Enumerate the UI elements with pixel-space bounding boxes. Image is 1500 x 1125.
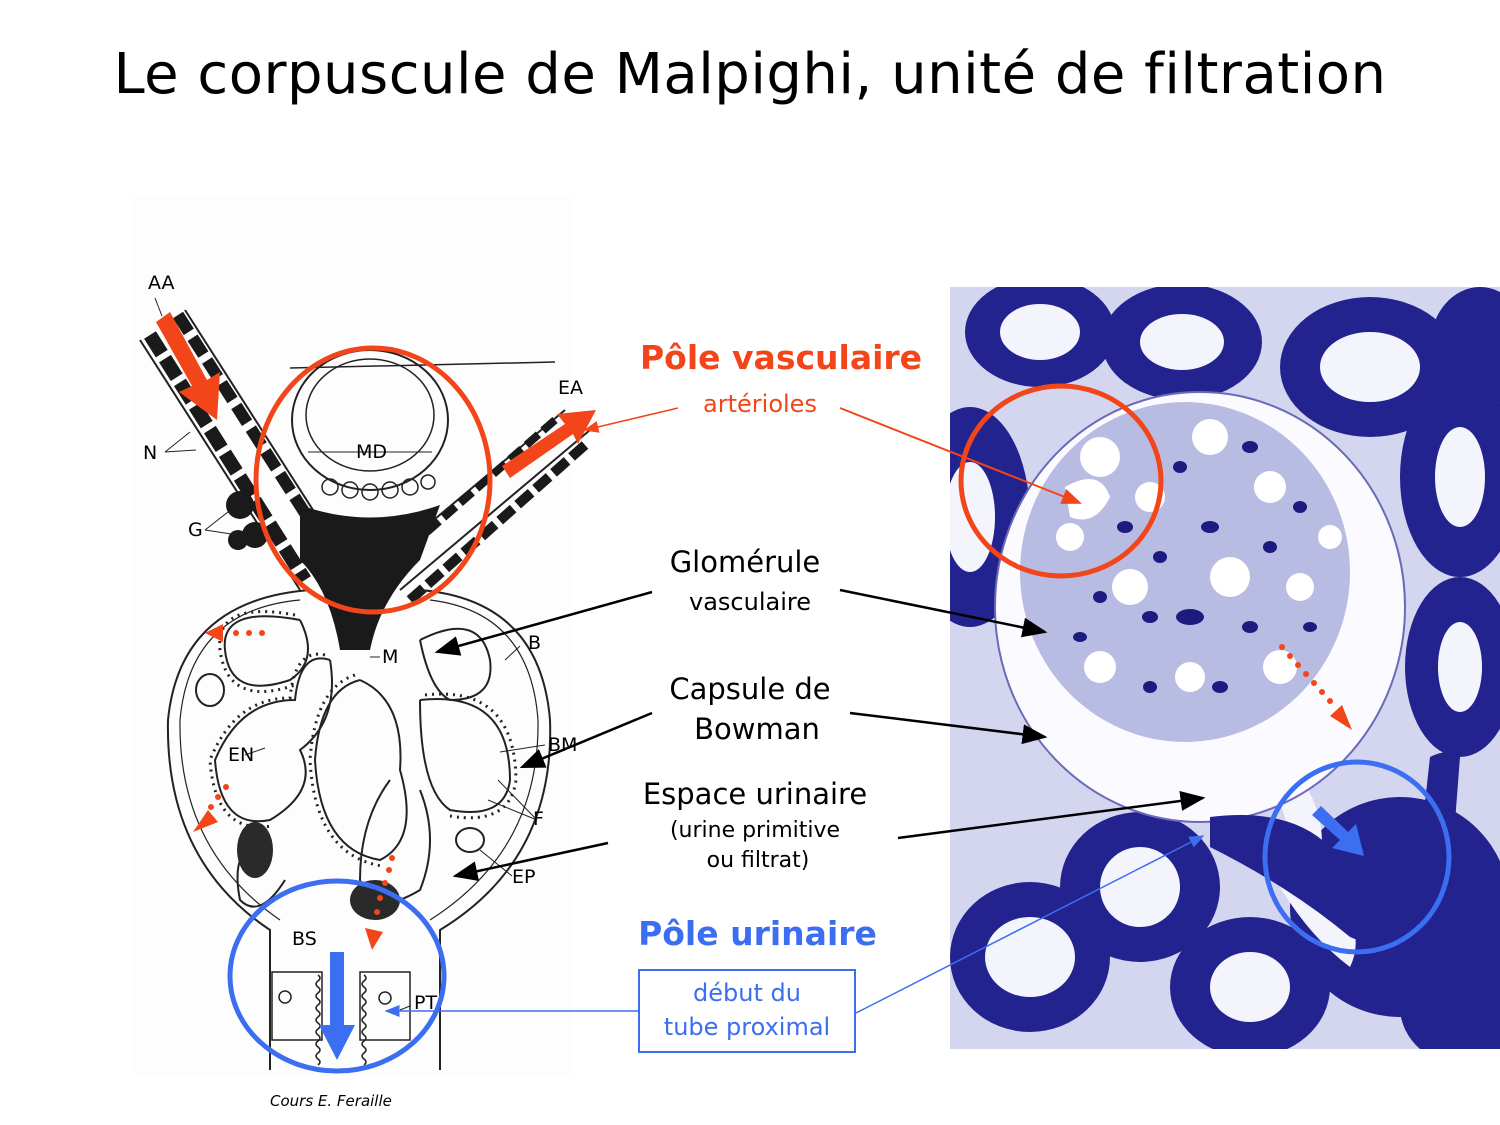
pole-vasculaire-heading: Pôle vasculaire: [640, 338, 923, 377]
label-md: MD: [356, 441, 388, 463]
efferent-flow-arrow: [502, 410, 596, 478]
capsule-label-line1: Capsule de: [669, 672, 831, 706]
capsule-leader-diagram: [519, 711, 653, 769]
filtration-dotted-arrows: [193, 624, 1352, 950]
credit-footer: Cours E. Feraille: [270, 1092, 392, 1110]
proximal-tubule-box: début du tube proximal: [638, 969, 856, 1053]
proximal-tubule-label-1: début du: [693, 979, 801, 1007]
arterioles-leader-diagram: [583, 407, 679, 433]
glomerule-leader-micro: [839, 588, 1048, 638]
vascular-pole-circle-micro: [958, 383, 1164, 579]
proximal-tubule-label-2: tube proximal: [663, 1013, 831, 1041]
arterioles-leader-micro: [839, 407, 1082, 504]
label-n: N: [143, 442, 158, 464]
macula-densa: [291, 349, 449, 501]
label-aa: AA: [148, 272, 175, 294]
podocyte-feet: [208, 610, 518, 868]
label-b: B: [528, 632, 542, 654]
afferent-flow-arrow: [156, 312, 220, 420]
label-ea: EA: [558, 377, 584, 399]
capsule-leader-micro: [849, 711, 1048, 745]
espace-leader-diagram: [452, 841, 609, 882]
label-en: EN: [228, 744, 255, 766]
vascular-pole-circle-diagram: [253, 345, 493, 615]
label-ep: EP: [512, 866, 536, 888]
glomerule-sublabel: vasculaire: [689, 588, 811, 616]
label-pt: PT: [414, 992, 438, 1014]
glomerule-label: Glomérule: [669, 545, 821, 579]
espace-urinaire-sublabel-2: ou filtrat): [706, 848, 810, 873]
tubule-flow-arrow-diagram: [319, 952, 355, 1060]
proximal-leader-micro: [855, 835, 1205, 1014]
granular-cells: [226, 491, 268, 550]
label-f: F: [533, 808, 544, 830]
slide-title: Le corpuscule de Malpighi, unité de filt…: [113, 42, 1387, 107]
urinary-pole-circle-diagram: [227, 878, 447, 1074]
espace-urinaire-sublabel-1: (urine primitive: [669, 818, 841, 843]
label-m: M: [382, 646, 399, 668]
histology-micrograph: [950, 287, 1500, 1049]
label-bs: BS: [292, 928, 317, 950]
pole-urinaire-heading: Pôle urinaire: [638, 914, 877, 953]
tubule-flow-arrow-micro: [1312, 806, 1364, 856]
label-g: G: [188, 519, 203, 541]
label-bm: BM: [548, 734, 578, 756]
bowman-capsule-outline: [166, 589, 552, 1070]
espace-leader-micro: [897, 791, 1206, 840]
capsule-label-line2: Bowman: [694, 712, 820, 746]
glomerule-leader-diagram: [434, 590, 653, 656]
urinary-pole-circle-micro: [1262, 759, 1452, 955]
espace-urinaire-label: Espace urinaire: [642, 777, 868, 811]
mesangium: [300, 505, 440, 650]
arterioles-label: artérioles: [703, 390, 817, 418]
